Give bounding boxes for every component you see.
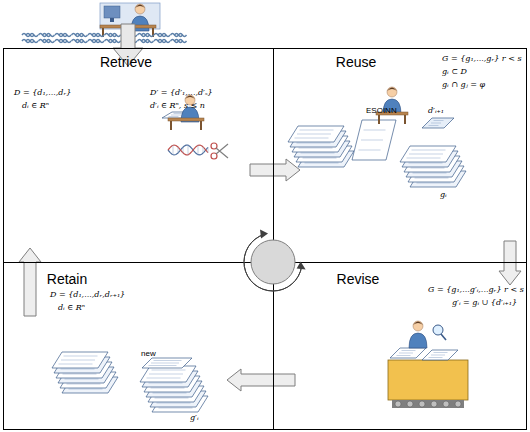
cycle-arrow <box>499 241 521 285</box>
formula-label: gᵢ ∩ gⱼ = φ <box>442 80 485 89</box>
cycle-arrow <box>19 248 41 316</box>
retain-illustration <box>52 352 208 412</box>
item-label: ESOINN <box>366 106 397 115</box>
cycle-arrow <box>250 159 300 181</box>
formula-label: gᵢ ⊂ D <box>442 67 467 76</box>
stage-heading: Reuse <box>336 55 376 70</box>
quadrant-box: Reuse <box>273 48 527 263</box>
formula-label: G = {g₁,...g′ᵢ,...gᵣ} r < s <box>428 285 524 294</box>
formula-label: d′ᵢ ∈ Rⁿ, s ≤ n <box>150 101 205 110</box>
formula-label: G = {g₁,...,gᵣ} r < s <box>442 54 522 63</box>
formula-label: D′ = {d′₁,...,d′ₛ} <box>150 88 213 97</box>
formula-label: d′ᵢ₊₁ <box>428 106 444 115</box>
dna-strand-row <box>22 34 187 43</box>
formula-label: g′ᵢ = gᵢ ∪ {d′ᵢ₊₁} <box>452 298 517 307</box>
quadrant-box: Retrieve <box>3 48 274 263</box>
stage-heading: Revise <box>337 272 380 287</box>
formula-label: gᵢ <box>440 190 447 199</box>
reuse-illustration <box>288 87 466 187</box>
cycle-arrow <box>227 369 295 391</box>
stage-heading: Retrieve <box>100 55 152 70</box>
revise-illustration <box>388 321 468 408</box>
quadrant-box: Retain <box>3 262 274 430</box>
formula-label: dᵢ ∈ Rⁿ <box>22 101 49 110</box>
item-label: new <box>141 349 156 358</box>
formula-label: g′ᵢ <box>190 413 199 422</box>
formula-label: D = {d₁,...,dᵣ} <box>14 88 71 97</box>
formula-label: D = {d₁,...,dᵣ,dᵣ₊₁} <box>50 290 125 299</box>
stage-heading: Retain <box>47 272 87 287</box>
formula-label: dᵢ ∈ Rⁿ <box>58 303 85 312</box>
